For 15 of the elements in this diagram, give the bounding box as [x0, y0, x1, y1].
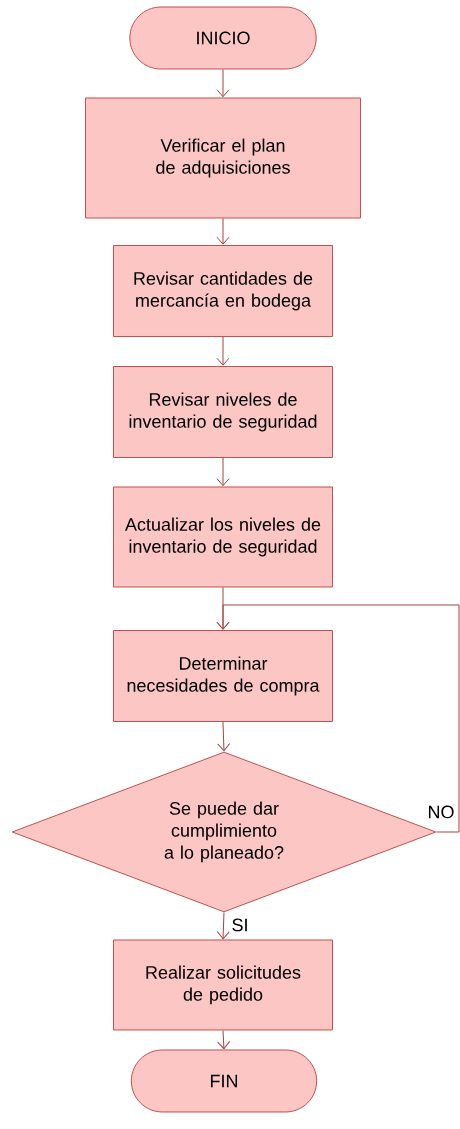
process-box: Realizar solicitudes de pedido [113, 939, 333, 1031]
process-box: Verificar el plan de adquisiciones [85, 97, 361, 219]
arrow [217, 1030, 231, 1050]
arrow [216, 604, 460, 833]
process-box: Determinar necesidades de compra [113, 630, 333, 722]
edge-label: SI [230, 917, 250, 933]
process-box: Actualizar los niveles de inventario de seguridad [113, 486, 333, 588]
arrow [216, 218, 230, 245]
process-box: Revisar niveles de inventario de seguridad [113, 366, 333, 458]
process-box: Revisar cantidades de mercancía en bodega [113, 245, 333, 337]
arrow [217, 721, 231, 752]
arrow [216, 69, 230, 98]
arrow [216, 457, 230, 487]
arrow [216, 336, 230, 366]
arrow [216, 912, 230, 940]
